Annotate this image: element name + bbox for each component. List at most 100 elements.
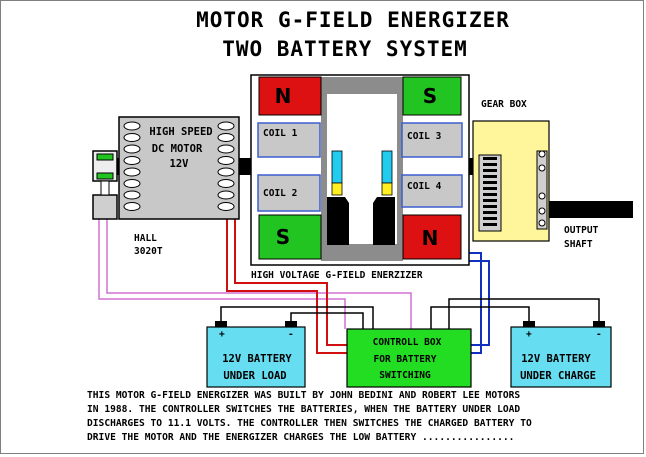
battery-load-minus: - [288, 329, 294, 340]
red-wire-1 [226, 201, 347, 354]
hall-label-1: HALL [134, 233, 157, 244]
battery-under-load [206, 321, 306, 388]
motor-fins-left [123, 121, 141, 211]
black-wire-load-minus [290, 312, 364, 329]
output-label-1: OUTPUT [564, 225, 599, 236]
description-line-2: IN 1988. THE CONTROLLER SWITCHES THE BAT… [87, 404, 521, 415]
control-box-line-1: CONTROLL BOX [373, 337, 442, 348]
motor-fin [217, 121, 235, 131]
gear-tooth [483, 181, 497, 184]
motor-fin [123, 133, 141, 142]
title-line-2: TWO BATTERY SYSTEM [222, 37, 468, 61]
gear-tooth [483, 205, 497, 208]
gear-tooth [483, 223, 497, 226]
gear-tooth [483, 199, 497, 202]
gear-bolt [538, 207, 546, 215]
coil-3-label: COIL 3 [407, 131, 442, 142]
motor-fin [217, 167, 235, 177]
motor-fin [217, 156, 235, 165]
rotor-right-arm [373, 197, 395, 245]
motor-fin [217, 190, 235, 200]
battery-load-plus: + [219, 329, 225, 340]
gear-bolt [538, 164, 546, 172]
battery-load-line-2: UNDER LOAD [223, 370, 286, 382]
gear-tooth [483, 157, 497, 160]
motor-fin [217, 144, 235, 154]
description-line-3: DISCHARGES TO 11.1 VOLTS. THE CONTROLLER… [87, 418, 532, 429]
coil-2-label: COIL 2 [263, 188, 297, 199]
description-text: THIS MOTOR G-FIELD ENERGIZER WAS BUILT B… [87, 389, 642, 445]
gear-tooth [483, 175, 497, 178]
pink-wire-1 [98, 219, 346, 329]
gear-tooth [483, 187, 497, 190]
coil-4-label: COIL 4 [407, 181, 442, 192]
motor-fin [217, 133, 235, 142]
gear-tooth [483, 193, 497, 196]
description-line-4: DRIVE THE MOTOR AND THE ENERGIZER CHARGE… [87, 432, 515, 443]
motor-fin [123, 190, 141, 200]
coil-1 [257, 122, 321, 158]
blue-wire-2 [467, 260, 490, 346]
battery-load-line-1: 12V BATTERY [222, 353, 292, 365]
rotor-right-yellow [381, 182, 393, 196]
rotor-right-cyan [381, 150, 393, 184]
magnet-bottom-right [402, 214, 462, 260]
motor-label-2: DC MOTOR [152, 143, 203, 155]
output-label-2: SHAFT [564, 239, 593, 250]
gear-tooth [483, 211, 497, 214]
motor-fin [217, 179, 235, 188]
motor-fin [123, 144, 141, 154]
motor-fin [123, 167, 141, 177]
magnet-bottom-left [258, 214, 322, 260]
gear-bolt [538, 192, 546, 200]
gear-tooth [483, 163, 497, 166]
magnet-top-right [402, 76, 462, 116]
motor-label-1: HIGH SPEED [149, 126, 212, 138]
battery-charge-minus: - [596, 329, 602, 340]
black-wire-charge-plus [430, 306, 530, 329]
pole-top-left: N [275, 84, 292, 108]
control-box-line-2: FOR BATTERY [374, 354, 437, 365]
motor-fin [123, 121, 141, 131]
energizer-caption: HIGH VOLTAGE G-FIELD ENERZIZER [251, 270, 423, 281]
pole-top-right: S [423, 84, 437, 108]
gear-tooth [483, 217, 497, 220]
motor-fin [123, 179, 141, 188]
red-wire-2 [234, 201, 347, 346]
coil-3 [401, 122, 463, 158]
black-wire-load-plus [220, 306, 374, 329]
rotor-left-cyan [331, 150, 343, 184]
gear-tooth [483, 169, 497, 172]
coil-1-label: COIL 1 [263, 128, 298, 139]
rotor-left-yellow [331, 182, 343, 196]
wiring [98, 201, 600, 354]
description-line-1: THIS MOTOR G-FIELD ENERGIZER WAS BUILT B… [87, 390, 521, 401]
title-line-1: MOTOR G-FIELD ENERGIZER [196, 8, 510, 32]
battery-under-charge [510, 321, 612, 388]
motor-fin [123, 156, 141, 165]
battery-charge-line-1: 12V BATTERY [521, 353, 591, 365]
control-box [346, 328, 472, 388]
pole-bottom-left: S [276, 225, 290, 249]
motor-fins-right [217, 121, 235, 211]
black-wire-charge-minus [448, 298, 600, 329]
hall-label-2: 3020T [134, 246, 163, 257]
control-box-line-3: SWITCHING [379, 370, 431, 381]
battery-charge-plus: + [526, 329, 532, 340]
rotor-left-arm [327, 197, 349, 245]
motor-label-3: 12V [170, 158, 190, 170]
gear-bolt [538, 150, 546, 158]
gear-teeth [483, 157, 497, 226]
coil-2 [257, 174, 321, 212]
gear-bolts [538, 150, 546, 227]
gear-box [472, 120, 550, 242]
gearbox-label: GEAR BOX [481, 99, 527, 110]
energizer [250, 74, 470, 266]
dc-motor [118, 116, 240, 220]
pink-wire-2 [106, 219, 412, 329]
motor-fin [123, 202, 141, 211]
gear-bolt [538, 219, 546, 227]
hall-sensor [92, 150, 118, 220]
